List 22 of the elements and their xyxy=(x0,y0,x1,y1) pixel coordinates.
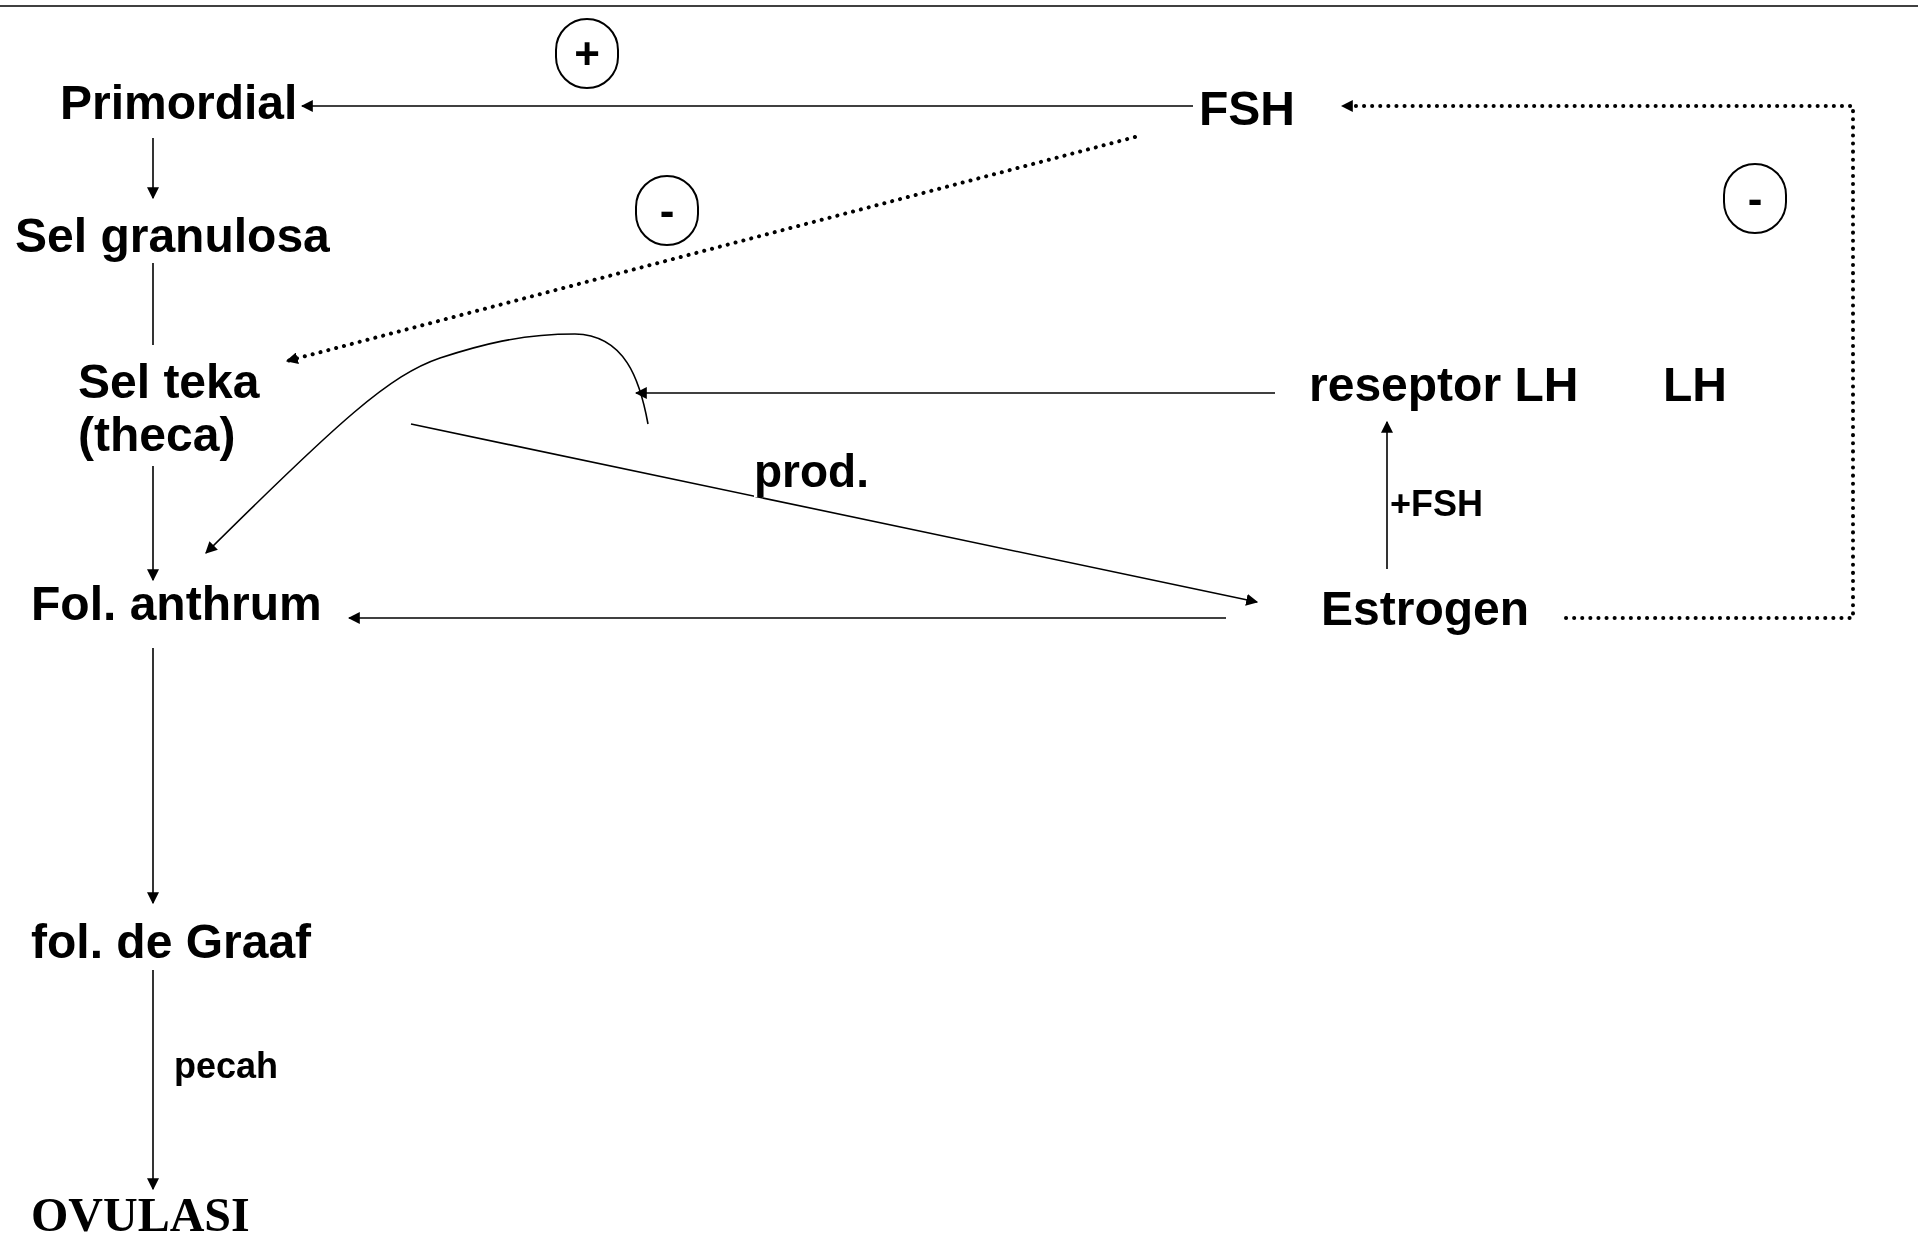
node-label: Estrogen xyxy=(1321,583,1530,636)
node-label: FSH xyxy=(1199,83,1295,136)
node-label: OVULASI xyxy=(31,1189,250,1242)
node-label: Sel teka (theca) xyxy=(78,356,418,468)
arrow xyxy=(410,423,1259,606)
arrow xyxy=(147,137,159,200)
node-label: reseptor LH xyxy=(1309,359,1579,412)
node-label: Sel granulosa xyxy=(15,210,330,263)
arrow xyxy=(205,333,649,554)
node-label: Primordial xyxy=(60,77,298,130)
node-label: fol. de Graaf xyxy=(31,916,312,969)
arrow xyxy=(634,387,1276,399)
arrow xyxy=(147,647,159,905)
node-label: Fol. anthrum xyxy=(31,578,322,631)
dotted-arrow xyxy=(1340,100,1855,620)
dotted-arrow xyxy=(285,135,1137,365)
arrow xyxy=(147,969,159,1191)
arrow xyxy=(300,100,1194,112)
arrow xyxy=(1381,420,1393,570)
arrow xyxy=(147,465,159,582)
node-label: LH xyxy=(1663,359,1727,412)
arrow xyxy=(347,612,1227,624)
